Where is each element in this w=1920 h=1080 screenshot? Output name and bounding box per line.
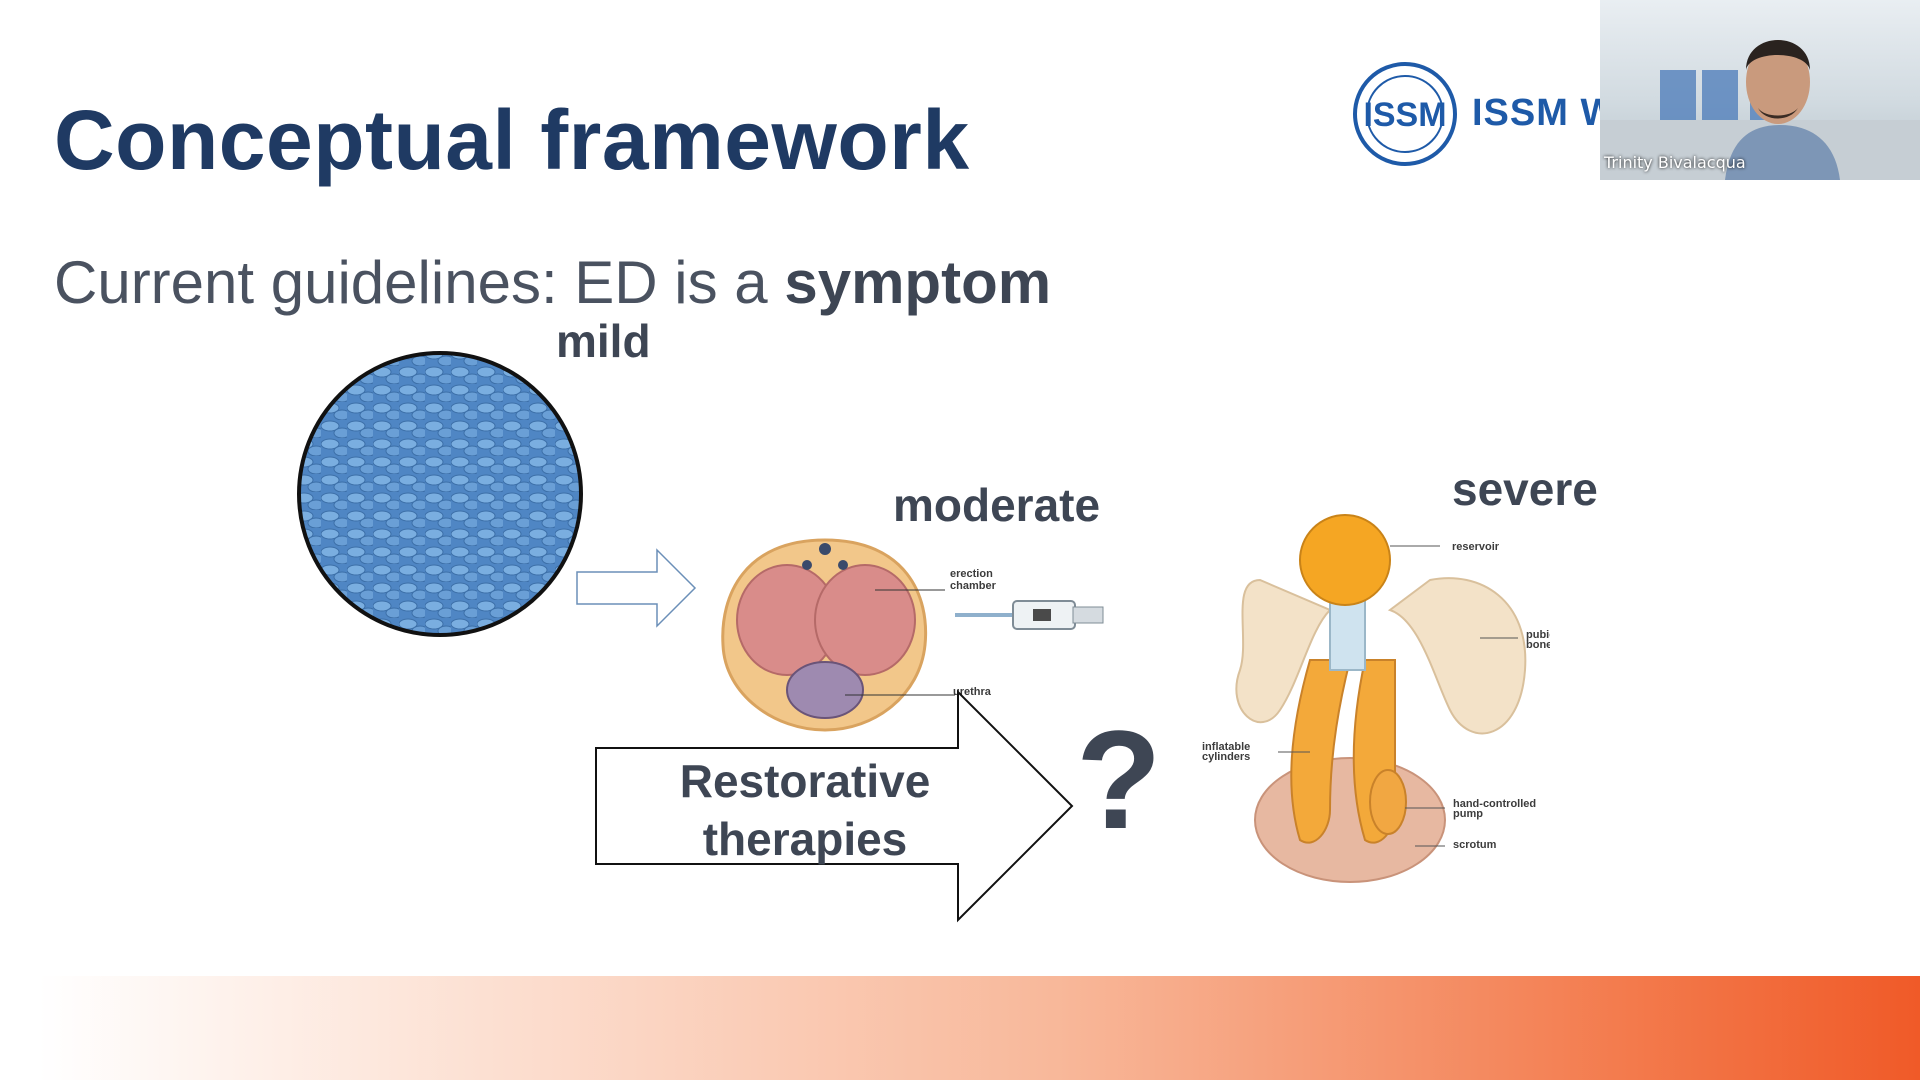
restorative-therapies-arrow xyxy=(595,689,1074,923)
prosthesis-diagram: reservoir pubic bone inflatable cylinder… xyxy=(1202,514,1550,883)
question-mark: ? xyxy=(1076,701,1162,858)
participant-name: Trinity Bivalacqua xyxy=(1604,153,1746,172)
annot-bone: bone xyxy=(1526,639,1550,651)
footer-gradient-bar xyxy=(0,976,1920,1080)
participant-video-tile[interactable]: Trinity Bivalacqua xyxy=(1600,0,1920,180)
annot-pump: pump xyxy=(1453,808,1483,820)
slide-subtitle: Current guidelines: ED is a symptom xyxy=(54,248,1051,317)
annot-reservoir: reservoir xyxy=(1452,541,1500,553)
annot-hand-controlled: hand-controlled xyxy=(1453,798,1536,810)
pills-image xyxy=(297,351,583,637)
annot-cylinders: cylinders xyxy=(1202,751,1250,763)
label-mild: mild xyxy=(556,315,651,367)
label-severe: severe xyxy=(1452,463,1598,515)
subtitle-emphasis: symptom xyxy=(784,249,1052,316)
subtitle-prefix: Current guidelines: ED is a xyxy=(54,249,785,316)
restorative-line-1: Restorative xyxy=(679,755,931,807)
participant-video-feed xyxy=(1600,40,1920,180)
restorative-line-2: therapies xyxy=(702,813,908,865)
annot-urethra: urethra xyxy=(953,686,992,698)
restorative-therapies-text: Restorative therapies xyxy=(600,752,1010,868)
annot-inflatable: inflatable xyxy=(1202,741,1250,753)
label-moderate: moderate xyxy=(893,479,1101,531)
slide-title: Conceptual framework xyxy=(54,93,970,187)
progression-arrow xyxy=(576,548,697,628)
annot-scrotum: scrotum xyxy=(1453,839,1497,851)
logo-text: ISSM W xyxy=(1472,92,1618,134)
issm-logo: ISSM xyxy=(1353,62,1457,166)
annot-erection: erection xyxy=(950,568,993,580)
logo-ring-text: ISSM xyxy=(1363,96,1446,134)
annot-chamber: chamber xyxy=(950,580,997,592)
annot-pubic: pubic xyxy=(1526,629,1550,641)
cross-section-diagram: erection chamber urethra xyxy=(721,538,1104,732)
syringe-icon xyxy=(955,600,1104,630)
